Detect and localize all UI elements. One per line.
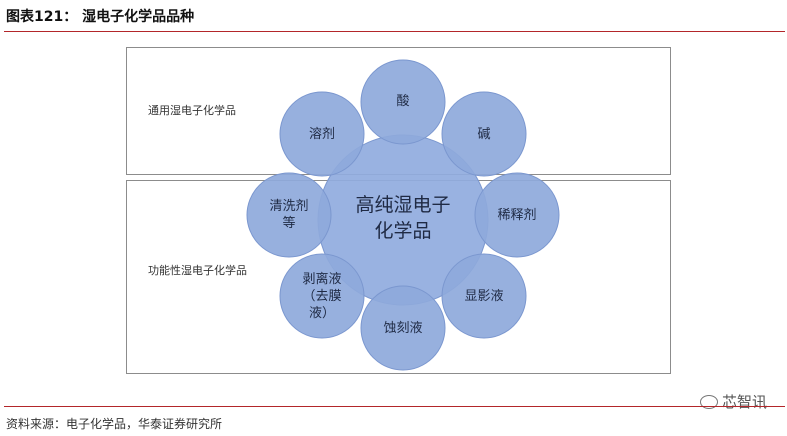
acid-circle bbox=[360, 59, 446, 145]
bottom-rule bbox=[4, 406, 785, 407]
watermark-text: 芯智讯 bbox=[721, 393, 767, 411]
developer-label: 显影液 bbox=[464, 288, 504, 304]
center-label-line1: 高纯湿电子 bbox=[355, 194, 451, 216]
cleaner-circle bbox=[246, 172, 332, 258]
etchant-circle bbox=[360, 285, 446, 371]
solvent-circle bbox=[279, 91, 365, 177]
functional-category-label: 功能性湿电子化学品 bbox=[148, 264, 247, 277]
alkali-circle bbox=[441, 91, 527, 177]
source-note: 资料来源：电子化学品，华泰证券研究所 bbox=[6, 417, 223, 431]
stripper-circle bbox=[279, 253, 365, 339]
stripper-label: 剥离液 （去膜 液） bbox=[302, 271, 342, 321]
alkali-label: 碱 bbox=[477, 126, 491, 142]
diluent-label: 稀释剂 bbox=[497, 207, 537, 223]
acid-label: 酸 bbox=[396, 93, 410, 109]
wechat-icon bbox=[699, 394, 718, 409]
diluent-circle bbox=[474, 172, 560, 258]
etchant-label: 蚀刻液 bbox=[383, 320, 423, 336]
center-label: 高纯湿电子 化学品 bbox=[333, 190, 473, 246]
top-rule bbox=[4, 31, 785, 32]
watermark: 芯智讯 bbox=[699, 391, 767, 412]
solvent-label: 溶剂 bbox=[308, 126, 335, 142]
center-label-line2: 化学品 bbox=[374, 220, 432, 242]
developer-circle bbox=[441, 253, 527, 339]
general-category-label: 通用湿电子化学品 bbox=[148, 104, 236, 117]
figure-title: 图表121： 湿电子化学品品种 bbox=[6, 9, 195, 25]
cleaner-label: 清洗剂 等 bbox=[269, 199, 309, 231]
